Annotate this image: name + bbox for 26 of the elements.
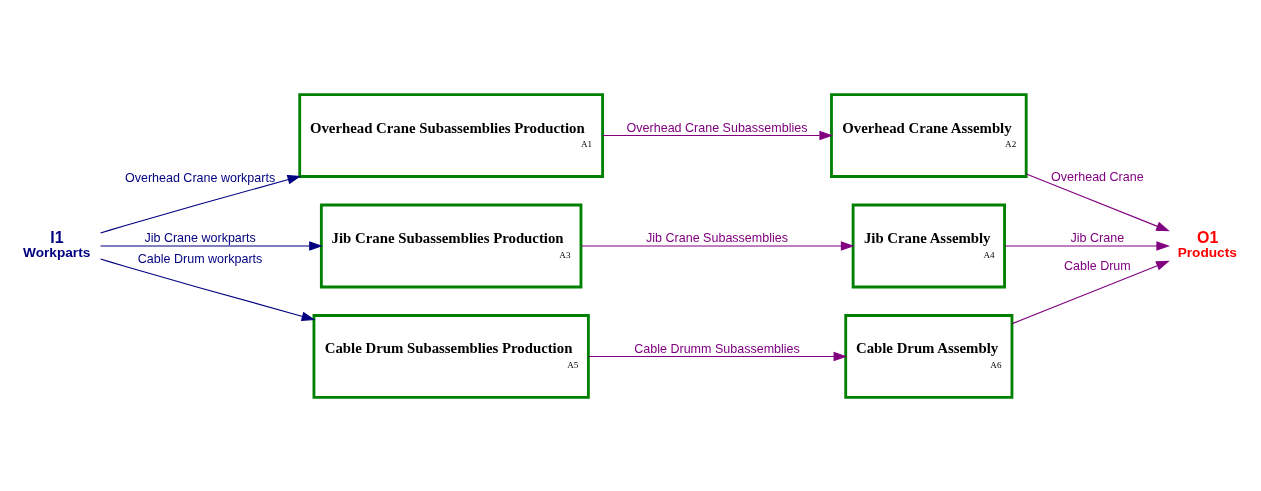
- edge-label: Overhead Crane: [1051, 169, 1144, 184]
- node-text: I1 Workparts: [23, 228, 91, 260]
- arrow: [99, 174, 302, 233]
- node-box: Overhead Crane Subassemblies Production A1: [298, 92, 605, 178]
- edge-label: Cable Drumm Subassemblies: [634, 341, 800, 356]
- edge-label: Jib Crane: [1070, 230, 1125, 245]
- edge-label: Cable Drum workparts: [137, 251, 263, 266]
- arrow: [100, 240, 323, 251]
- arrow: [587, 351, 848, 361]
- node-box: Cable Drum Assembly A6: [844, 313, 1014, 399]
- arrow: [602, 130, 834, 140]
- edge-label: Cable Drum: [1063, 258, 1131, 273]
- edge-label: Overhead Crane Subassemblies: [626, 120, 808, 135]
- node-box: Jib Crane Subassemblies Production A3: [319, 203, 583, 288]
- edge-label: Overhead Crane workparts: [124, 170, 276, 185]
- node-box: Overhead Crane Assembly A2: [830, 92, 1028, 178]
- arrow: [1004, 240, 1171, 251]
- node-box: Jib Crane Assembly A4: [851, 203, 1006, 288]
- arrow: [1011, 260, 1170, 324]
- edge-label: Jib Crane workparts: [144, 230, 256, 245]
- arrow: [99, 258, 316, 321]
- arrow: [580, 240, 855, 251]
- node-box: Cable Drum Subassemblies Production A5: [312, 313, 590, 399]
- node-text: O1 Products: [1177, 228, 1237, 260]
- arrow: [1025, 172, 1170, 231]
- edge-label: Jib Crane Subassemblies: [646, 230, 788, 245]
